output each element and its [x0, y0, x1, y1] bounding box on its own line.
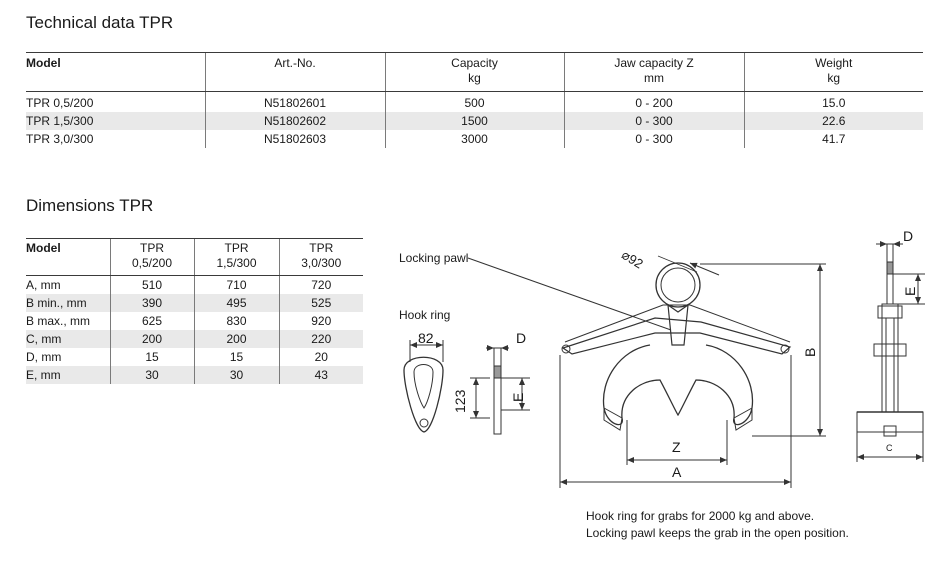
cell-jaw: 0 - 200	[563, 91, 744, 112]
header-art-no: Art.-No.	[204, 52, 385, 92]
cell-art-no: N51802601	[204, 91, 385, 112]
cell-weight: 22.6	[743, 112, 923, 130]
cell-model: TPR 0,5/200	[26, 96, 94, 110]
grab-front-view	[467, 255, 826, 488]
cell-label: C, mm	[26, 330, 110, 348]
dim-e-label-ring: E	[510, 392, 526, 402]
locking-pawl-label: Locking pawl	[399, 251, 469, 265]
table-row: B min., mm 390 495 525	[26, 294, 363, 312]
cell-value: 15	[109, 348, 194, 366]
cell-label: E, mm	[26, 366, 110, 384]
cell-value: 710	[193, 275, 279, 294]
table-row: D, mm 15 15 20	[26, 348, 363, 366]
cell-label: D, mm	[26, 350, 62, 364]
cell-label: B max., mm	[26, 314, 91, 328]
header-model: Model	[26, 238, 110, 276]
cell-model: TPR 1,5/300	[26, 112, 205, 130]
cell-label: B min., mm	[26, 294, 110, 312]
table-row: TPR 3,0/300 N51802603 3000 0 - 300 41.7	[26, 130, 923, 148]
cell-value: 30	[193, 366, 279, 384]
cell-weight: 15.0	[743, 91, 923, 112]
table-row: TPR 1,5/300 N51802602 1500 0 - 300 22.6	[26, 112, 923, 130]
note-hook-ring: Hook ring for grabs for 2000 kg and abov…	[586, 509, 815, 523]
cell-value: 30	[109, 366, 194, 384]
cell-value: 43	[278, 366, 363, 384]
cell-value: 625	[109, 312, 194, 330]
table-row: C, mm 200 200 220	[26, 330, 363, 348]
dim-d-label-side: D	[903, 228, 914, 244]
table-row: B max., mm 625 830 920	[26, 312, 363, 330]
cell-capacity: 1500	[384, 112, 564, 130]
dim-b-label: B	[802, 347, 818, 357]
cell-art-no: N51802602	[204, 112, 385, 130]
dim-c-label: C	[886, 443, 893, 453]
cell-value: 495	[193, 294, 279, 312]
dim-z-label: Z	[672, 439, 681, 455]
cell-value: 200	[193, 330, 279, 348]
cell-capacity: 500	[384, 91, 564, 112]
hook-ring-label: Hook ring	[399, 308, 451, 322]
table-row: A, mm 510 710 720	[26, 275, 363, 294]
dim-d-label-ring: D	[516, 330, 527, 346]
grab-side-view	[856, 241, 925, 462]
dim-123-label: 123	[452, 389, 468, 413]
cell-art-no: N51802603	[204, 130, 385, 148]
dim-a-label: A	[672, 464, 682, 480]
cell-value: 525	[278, 294, 363, 312]
notes-block: Hook ring for grabs for 2000 kg and abov…	[586, 508, 849, 542]
cell-weight: 41.7	[743, 130, 923, 148]
table-row: E, mm 30 30 43	[26, 366, 363, 384]
cell-value: 920	[278, 312, 363, 330]
cell-capacity: 3000	[384, 130, 564, 148]
cell-jaw: 0 - 300	[563, 130, 744, 148]
note-locking-pawl: Locking pawl keeps the grab in the open …	[586, 526, 849, 540]
cell-model: TPR 3,0/300	[26, 132, 94, 146]
cell-jaw: 0 - 300	[563, 112, 744, 130]
cell-value: 20	[278, 348, 363, 366]
dim-82-label: 82	[418, 330, 434, 346]
cell-value: 830	[193, 312, 279, 330]
table-row: TPR 0,5/200 N51802601 500 0 - 200 15.0	[26, 91, 923, 112]
cell-value: 510	[109, 275, 194, 294]
cell-label: A, mm	[26, 278, 61, 292]
cell-value: 720	[278, 275, 363, 294]
cell-value: 220	[278, 330, 363, 348]
hook-ring-drawing	[403, 340, 530, 435]
header-model: Model	[26, 52, 205, 92]
cell-value: 15	[193, 348, 279, 366]
technical-data-title: Technical data TPR	[26, 13, 174, 32]
cell-value: 200	[109, 330, 194, 348]
cell-value: 390	[109, 294, 194, 312]
dimensions-title: Dimensions TPR	[26, 196, 154, 215]
dim-e-label-side: E	[902, 286, 918, 296]
